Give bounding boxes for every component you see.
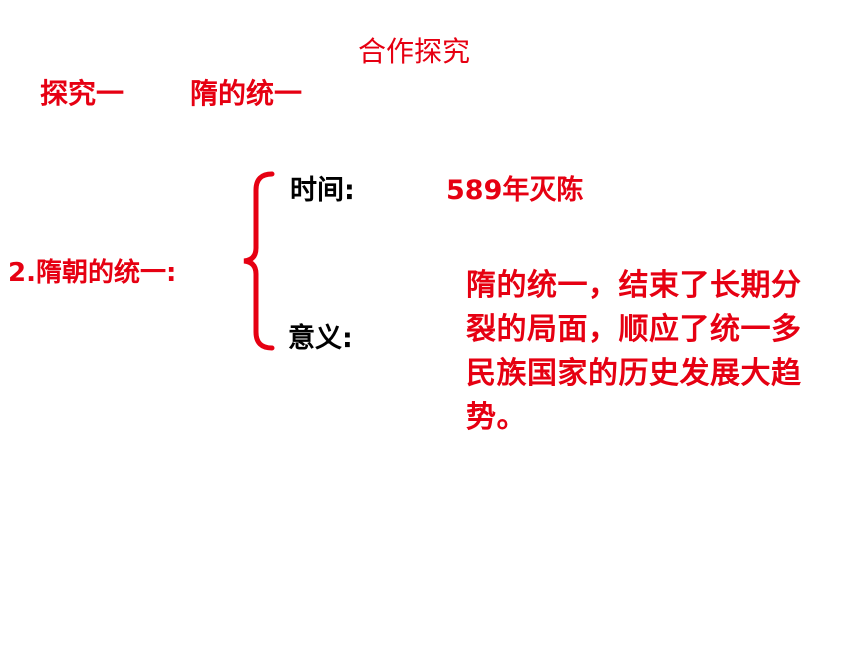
section-heading-topic: 隋的统一 (190, 77, 303, 110)
time-label: 时间: (290, 175, 355, 206)
point-label: 2.隋朝的统一: (8, 258, 177, 288)
meaning-value: 隋的统一，结束了长期分裂的局面，顺应了统一多民族国家的历史发展大趋势。 (466, 268, 802, 435)
time-value: 589年灭陈 (446, 175, 584, 206)
curly-brace (243, 171, 275, 351)
meaning-label: 意义: (288, 323, 353, 354)
section-heading-inquiry: 探究一 (40, 77, 125, 110)
slide-title: 合作探究 (358, 35, 471, 68)
